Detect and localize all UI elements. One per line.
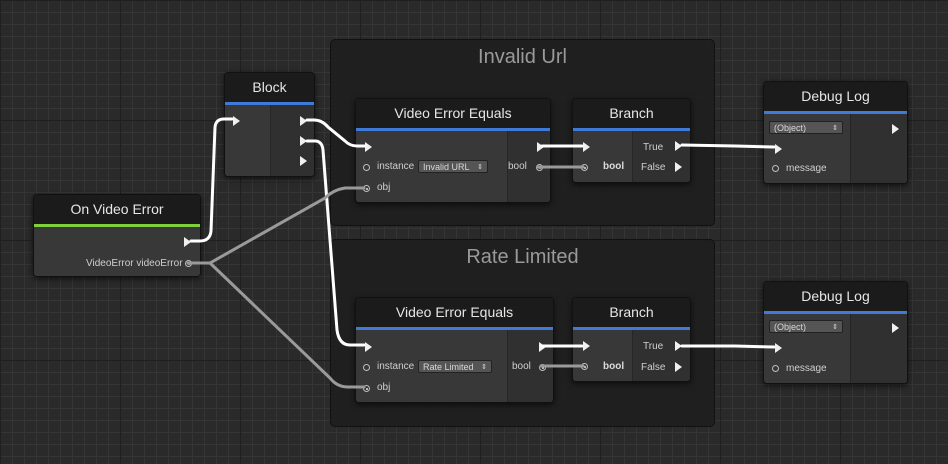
node-branch-rate[interactable]: Branch bool True False: [572, 297, 691, 382]
node-output-column: [632, 330, 690, 381]
flow-output-port-icon[interactable]: [539, 342, 546, 352]
updown-caret-icon: ⇕: [832, 125, 838, 132]
instance-value: Invalid URL: [423, 162, 470, 172]
false-output-label: False: [641, 162, 666, 173]
instance-dropdown[interactable]: Rate Limited ⇕: [418, 360, 492, 373]
updown-caret-icon: ⇕: [481, 364, 487, 371]
flow-output-port-icon[interactable]: [300, 156, 307, 166]
object-value: (Object): [774, 123, 807, 133]
value-input-port-icon[interactable]: [363, 164, 370, 171]
node-title: Block: [225, 73, 314, 105]
value-output-port-icon[interactable]: [185, 260, 192, 267]
node-debug-log-rate[interactable]: Debug Log (Object) ⇕ message: [763, 281, 908, 384]
flow-input-port-icon[interactable]: [775, 144, 782, 154]
object-dropdown[interactable]: (Object) ⇕: [769, 320, 843, 333]
flow-input-port-icon[interactable]: [233, 116, 240, 126]
node-title: Branch: [573, 99, 690, 131]
object-value: (Object): [774, 322, 807, 332]
flow-input-port-icon[interactable]: [365, 142, 372, 152]
obj-label: obj: [377, 382, 391, 393]
flow-input-port-icon[interactable]: [583, 142, 590, 152]
flow-output-port-icon[interactable]: [675, 141, 682, 151]
false-output-label: False: [641, 362, 666, 373]
value-input-port-icon[interactable]: [581, 164, 588, 171]
node-title: Video Error Equals: [356, 298, 553, 330]
flow-output-port-icon[interactable]: [675, 162, 682, 172]
output-label: bool: [512, 361, 531, 372]
message-label: message: [786, 363, 827, 374]
value-input-port-icon[interactable]: [772, 365, 779, 372]
node-branch-invalid[interactable]: Branch bool True False: [572, 98, 691, 183]
obj-label: obj: [377, 182, 391, 193]
node-debug-log-invalid[interactable]: Debug Log (Object) ⇕ message: [763, 81, 908, 184]
node-body: [34, 227, 200, 276]
group-title: Invalid Url: [478, 46, 567, 68]
value-input-port-icon[interactable]: [581, 363, 588, 370]
instance-label: instance: [377, 161, 415, 172]
instance-dropdown[interactable]: Invalid URL ⇕: [418, 160, 488, 173]
node-block[interactable]: Block: [224, 72, 315, 177]
flow-output-port-icon[interactable]: [675, 341, 682, 351]
output-label: bool: [508, 161, 527, 172]
flow-output-port-icon[interactable]: [675, 362, 682, 372]
flow-input-port-icon[interactable]: [365, 342, 372, 352]
value-input-port-icon[interactable]: [363, 364, 370, 371]
bool-input-label: bool: [603, 361, 625, 372]
object-dropdown[interactable]: (Object) ⇕: [769, 121, 843, 134]
flow-output-port-icon[interactable]: [184, 237, 191, 247]
updown-caret-icon: ⇕: [832, 324, 838, 331]
node-title: On Video Error: [34, 195, 200, 227]
node-on-video-error[interactable]: On Video Error VideoError videoError: [33, 194, 201, 277]
value-output-port-icon[interactable]: [536, 164, 543, 171]
node-title: Debug Log: [764, 82, 907, 114]
flow-output-port-icon[interactable]: [300, 116, 307, 126]
flow-output-port-icon[interactable]: [892, 323, 899, 333]
node-output-column: [632, 131, 690, 182]
value-input-port-icon[interactable]: [772, 165, 779, 172]
bool-input-label: bool: [603, 161, 625, 172]
flow-output-port-icon[interactable]: [300, 136, 307, 146]
instance-value: Rate Limited: [423, 362, 474, 372]
instance-label: instance: [377, 361, 415, 372]
node-video-error-equals-rate[interactable]: Video Error Equals instance Rate Limited…: [355, 297, 554, 403]
node-title: Debug Log: [764, 282, 907, 314]
node-output-column: [270, 105, 314, 176]
true-output-label: True: [643, 142, 664, 153]
flow-input-port-icon[interactable]: [775, 343, 782, 353]
flow-output-port-icon[interactable]: [892, 124, 899, 134]
value-input-port-icon[interactable]: [363, 385, 370, 392]
updown-caret-icon: ⇕: [477, 164, 483, 171]
flow-input-port-icon[interactable]: [583, 341, 590, 351]
node-title: Branch: [573, 298, 690, 330]
value-input-port-icon[interactable]: [363, 185, 370, 192]
flow-output-port-icon[interactable]: [537, 142, 544, 152]
message-label: message: [786, 163, 827, 174]
value-output-port-icon[interactable]: [539, 364, 546, 371]
true-output-label: True: [643, 341, 664, 352]
node-title: Video Error Equals: [356, 99, 550, 131]
node-video-error-equals-invalid[interactable]: Video Error Equals instance Invalid URL ⇕…: [355, 98, 551, 203]
output-label: VideoError videoError: [86, 258, 183, 269]
group-title: Rate Limited: [466, 246, 579, 268]
